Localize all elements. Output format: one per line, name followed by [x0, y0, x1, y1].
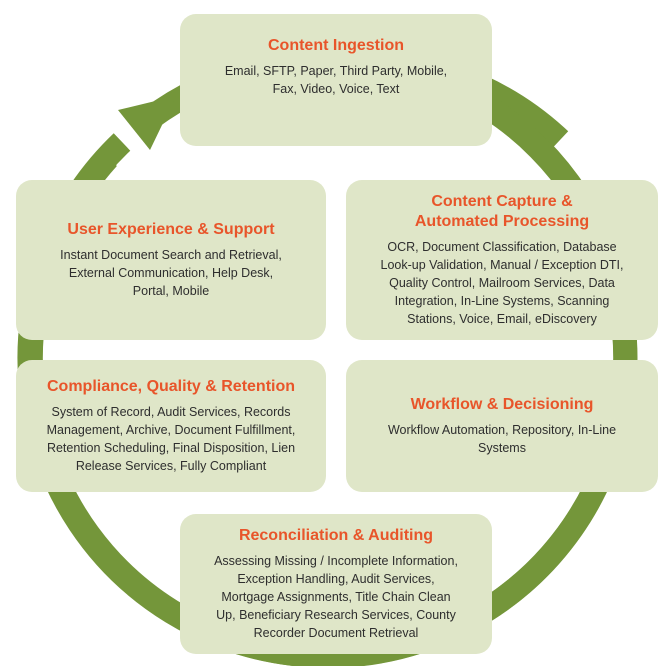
description-line: Retention Scheduling, Final Disposition,…	[46, 441, 296, 455]
description-line: Stations, Voice, Email, eDiscovery	[407, 312, 597, 326]
description-line: Mortgage Assignments, Title Chain Clean	[221, 590, 451, 604]
content-capture-description: OCR, Document Classification, Database L…	[381, 238, 624, 328]
description-line: Quality Control, Mailroom Services, Data	[389, 276, 615, 290]
description-line: Workflow Automation, Repository, In-Line	[387, 423, 617, 437]
reconciliation-box: Reconciliation & Auditing Assessing Miss…	[180, 514, 492, 654]
description-line: System of Record, Audit Services, Record…	[51, 405, 291, 419]
description-line: Instant Document Search and Retrieval,	[60, 248, 282, 262]
user-experience-box: User Experience & Support Instant Docume…	[16, 180, 326, 340]
description-line: Up, Beneficiary Research Services, Count…	[216, 608, 456, 622]
reconciliation-description: Assessing Missing / Incomplete Informati…	[214, 552, 458, 642]
workflow-description: Workflow Automation, Repository, In-Line…	[388, 421, 616, 457]
description-line: Management, Archive, Document Fulfillmen…	[46, 423, 296, 437]
description-line: Release Services, Fully Compliant	[75, 459, 267, 473]
workflow-title: Workflow & Decisioning	[410, 396, 594, 413]
description-line: Assessing Missing / Incomplete Informati…	[214, 554, 458, 568]
user-experience-description: Instant Document Search and Retrieval, E…	[60, 246, 282, 300]
description-line: Exception Handling, Audit Services,	[237, 572, 435, 586]
title-line: Content Capture &	[431, 193, 573, 210]
content-ingestion-description: Email, SFTP, Paper, Third Party, Mobile,…	[225, 62, 447, 98]
description-line: Look-up Validation, Manual / Exception D…	[380, 258, 624, 272]
content-capture-title: Content Capture & Automated Processing	[415, 192, 589, 232]
workflow-box: Workflow & Decisioning Workflow Automati…	[346, 360, 658, 492]
description-line: Integration, In-Line Systems, Scanning	[394, 294, 610, 308]
compliance-box: Compliance, Quality & Retention System o…	[16, 360, 326, 492]
compliance-description: System of Record, Audit Services, Record…	[47, 403, 296, 475]
reconciliation-title: Reconciliation & Auditing	[238, 527, 434, 544]
description-line: Recorder Document Retrieval	[253, 626, 419, 640]
content-capture-box: Content Capture & Automated Processing O…	[346, 180, 658, 340]
user-experience-title: User Experience & Support	[67, 221, 275, 238]
description-line: Email, SFTP, Paper, Third Party, Mobile,	[224, 64, 448, 78]
compliance-title: Compliance, Quality & Retention	[46, 378, 296, 395]
description-line: Systems	[478, 441, 526, 455]
description-line: OCR, Document Classification, Database	[387, 240, 617, 254]
content-ingestion-title: Content Ingestion	[268, 37, 404, 54]
title-line: Automated Processing	[414, 213, 590, 230]
cycle-arrowhead	[118, 96, 176, 150]
content-ingestion-box: Content Ingestion Email, SFTP, Paper, Th…	[180, 14, 492, 146]
description-line: Portal, Mobile	[132, 284, 210, 298]
description-line: External Communication, Help Desk,	[68, 266, 274, 280]
description-line: Fax, Video, Voice, Text	[272, 82, 400, 96]
